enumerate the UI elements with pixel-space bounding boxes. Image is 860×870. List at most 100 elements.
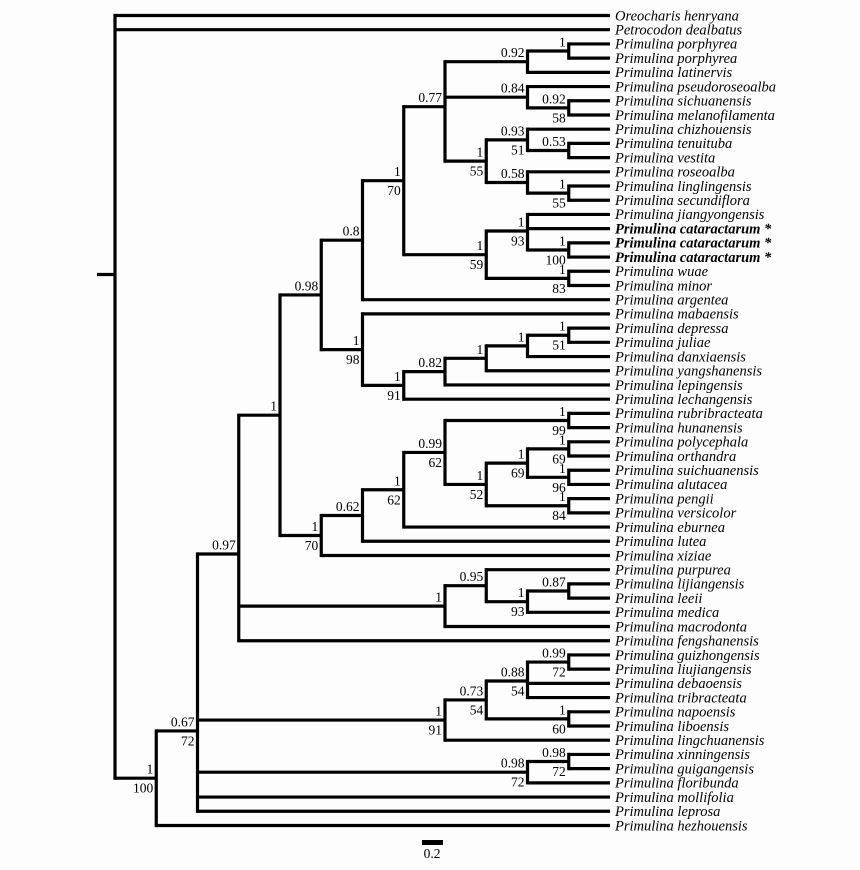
taxon-label: Primulina debaoensis [614,676,742,692]
posterior-probability: 1 [559,489,566,504]
taxon-label: Primulina porphyrea [614,37,737,53]
bootstrap-value: 62 [387,492,401,507]
taxon-label: Primulina lepingensis [614,378,743,394]
posterior-probability: 0.84 [501,81,525,96]
bootstrap-value: 62 [429,455,443,470]
posterior-probability: 0.99 [418,436,442,451]
taxon-label: Primulina lechangensis [614,392,753,408]
posterior-probability: 1 [559,262,566,277]
posterior-probability: 1 [559,177,566,192]
bootstrap-value: 72 [552,764,566,779]
posterior-probability: 1 [518,329,525,344]
posterior-probability: 1 [477,145,484,160]
taxon-label: Primulina pengii [614,491,714,507]
taxon-label: Primulina juliae [614,335,711,351]
taxon-label: Primulina vestita [614,150,715,166]
posterior-probability: 1 [394,369,401,384]
taxon-label: Primulina secundiflora [614,193,750,209]
posterior-probability: 0.87 [542,575,566,590]
bootstrap-value: 96 [552,480,566,495]
bootstrap-value: 72 [552,665,566,680]
posterior-probability: 1 [477,342,484,357]
taxon-label: Primulina suichuanensis [614,463,759,479]
taxon-label: Primulina mabaensis [614,307,739,323]
taxon-label: Primulina fengshanensis [614,634,759,650]
taxon-label: Primulina argentea [614,293,728,309]
bootstrap-value: 93 [511,604,525,619]
taxon-label: Primulina porphyrea [614,51,737,67]
taxon-label: Primulina tribracteata [614,690,747,706]
bootstrap-value: 59 [470,257,484,272]
taxon-label: Primulina versicolor [614,506,737,522]
posterior-probability: 0.82 [418,355,442,370]
taxon-label: Primulina jiangyongensis [614,207,765,223]
posterior-probability: 0.73 [460,683,484,698]
bootstrap-value: 93 [511,234,525,249]
taxon-label: Primulina medica [614,605,719,621]
bootstrap-value: 55 [552,196,566,211]
posterior-probability: 0.92 [501,45,525,60]
bootstrap-value: 98 [346,352,360,367]
posterior-probability: 1 [312,519,319,534]
posterior-probability: 0.8 [343,224,360,239]
bootstrap-value: 51 [511,142,525,157]
posterior-probability: 1 [435,590,442,605]
taxon-label: Primulina alutacea [614,477,727,493]
taxon-label: Primulina rubribracteata [614,406,763,422]
taxon-label: Primulina cataractarum * [615,250,772,266]
posterior-probability: 0.99 [542,646,566,661]
posterior-probability: 0.95 [460,569,484,584]
taxon-label: Primulina cataractarum * [615,221,772,237]
taxon-label: Primulina guizhongensis [614,648,760,664]
taxon-label: Primulina yangshanensis [614,364,762,380]
taxon-label: Primulina guigangensis [614,761,754,777]
taxon-label: Primulina hezhouensis [614,818,748,834]
posterior-probability: 0.88 [501,665,525,680]
bootstrap-value: 55 [470,164,484,179]
taxon-label: Primulina macrodonta [614,619,747,635]
taxon-label: Primulina lijiangensis [614,577,745,593]
posterior-probability: 0.98 [542,745,566,760]
posterior-probability: 1 [435,704,442,719]
bootstrap-value: 100 [546,252,567,267]
taxon-label: Primulina mollifolia [614,790,734,806]
posterior-probability: 1 [559,233,566,248]
taxon-label: Primulina sichuanensis [614,94,752,110]
taxon-label: Primulina roseoalba [614,165,735,181]
bootstrap-value: 72 [511,775,525,790]
posterior-probability: 1 [394,164,401,179]
posterior-probability: 1 [477,238,484,253]
posterior-probability: 0.98 [295,278,319,293]
posterior-probability: 0.92 [542,91,566,106]
taxon-label: Primulina linglingensis [614,179,752,195]
taxon-label: Primulina chizhouensis [614,122,752,138]
posterior-probability: 0.97 [212,538,236,553]
taxon-label: Primulina xinningensis [614,747,750,763]
bootstrap-value: 54 [470,702,484,717]
posterior-probability: 1 [477,468,484,483]
posterior-probability: 0.93 [501,123,525,138]
bootstrap-value: 91 [387,388,401,403]
posterior-probability: 1 [559,432,566,447]
posterior-probability: 1 [559,35,566,50]
posterior-probability: 0.58 [501,166,525,181]
bootstrap-value: 54 [511,684,525,699]
posterior-probability: 1 [353,333,360,348]
posterior-probability: 1 [394,473,401,488]
bootstrap-value: 60 [552,721,566,736]
taxon-label: Primulina depressa [614,321,728,337]
posterior-probability: 1 [559,461,566,476]
taxon-label: Primulina purpurea [614,562,731,578]
taxon-label: Primulina orthandra [614,449,736,465]
posterior-probability: 0.62 [336,499,360,514]
taxon-label: Primulina tenuituba [614,136,732,152]
posterior-probability: 1 [559,702,566,717]
taxon-label: Primulina floribunda [614,776,739,792]
taxon-label: Primulina liboensis [614,719,729,735]
bootstrap-value: 91 [429,723,443,738]
scale-bar-label: 0.2 [424,846,441,861]
taxon-label: Primulina eburnea [614,520,725,536]
taxon-label: Primulina cataractarum * [615,236,772,252]
